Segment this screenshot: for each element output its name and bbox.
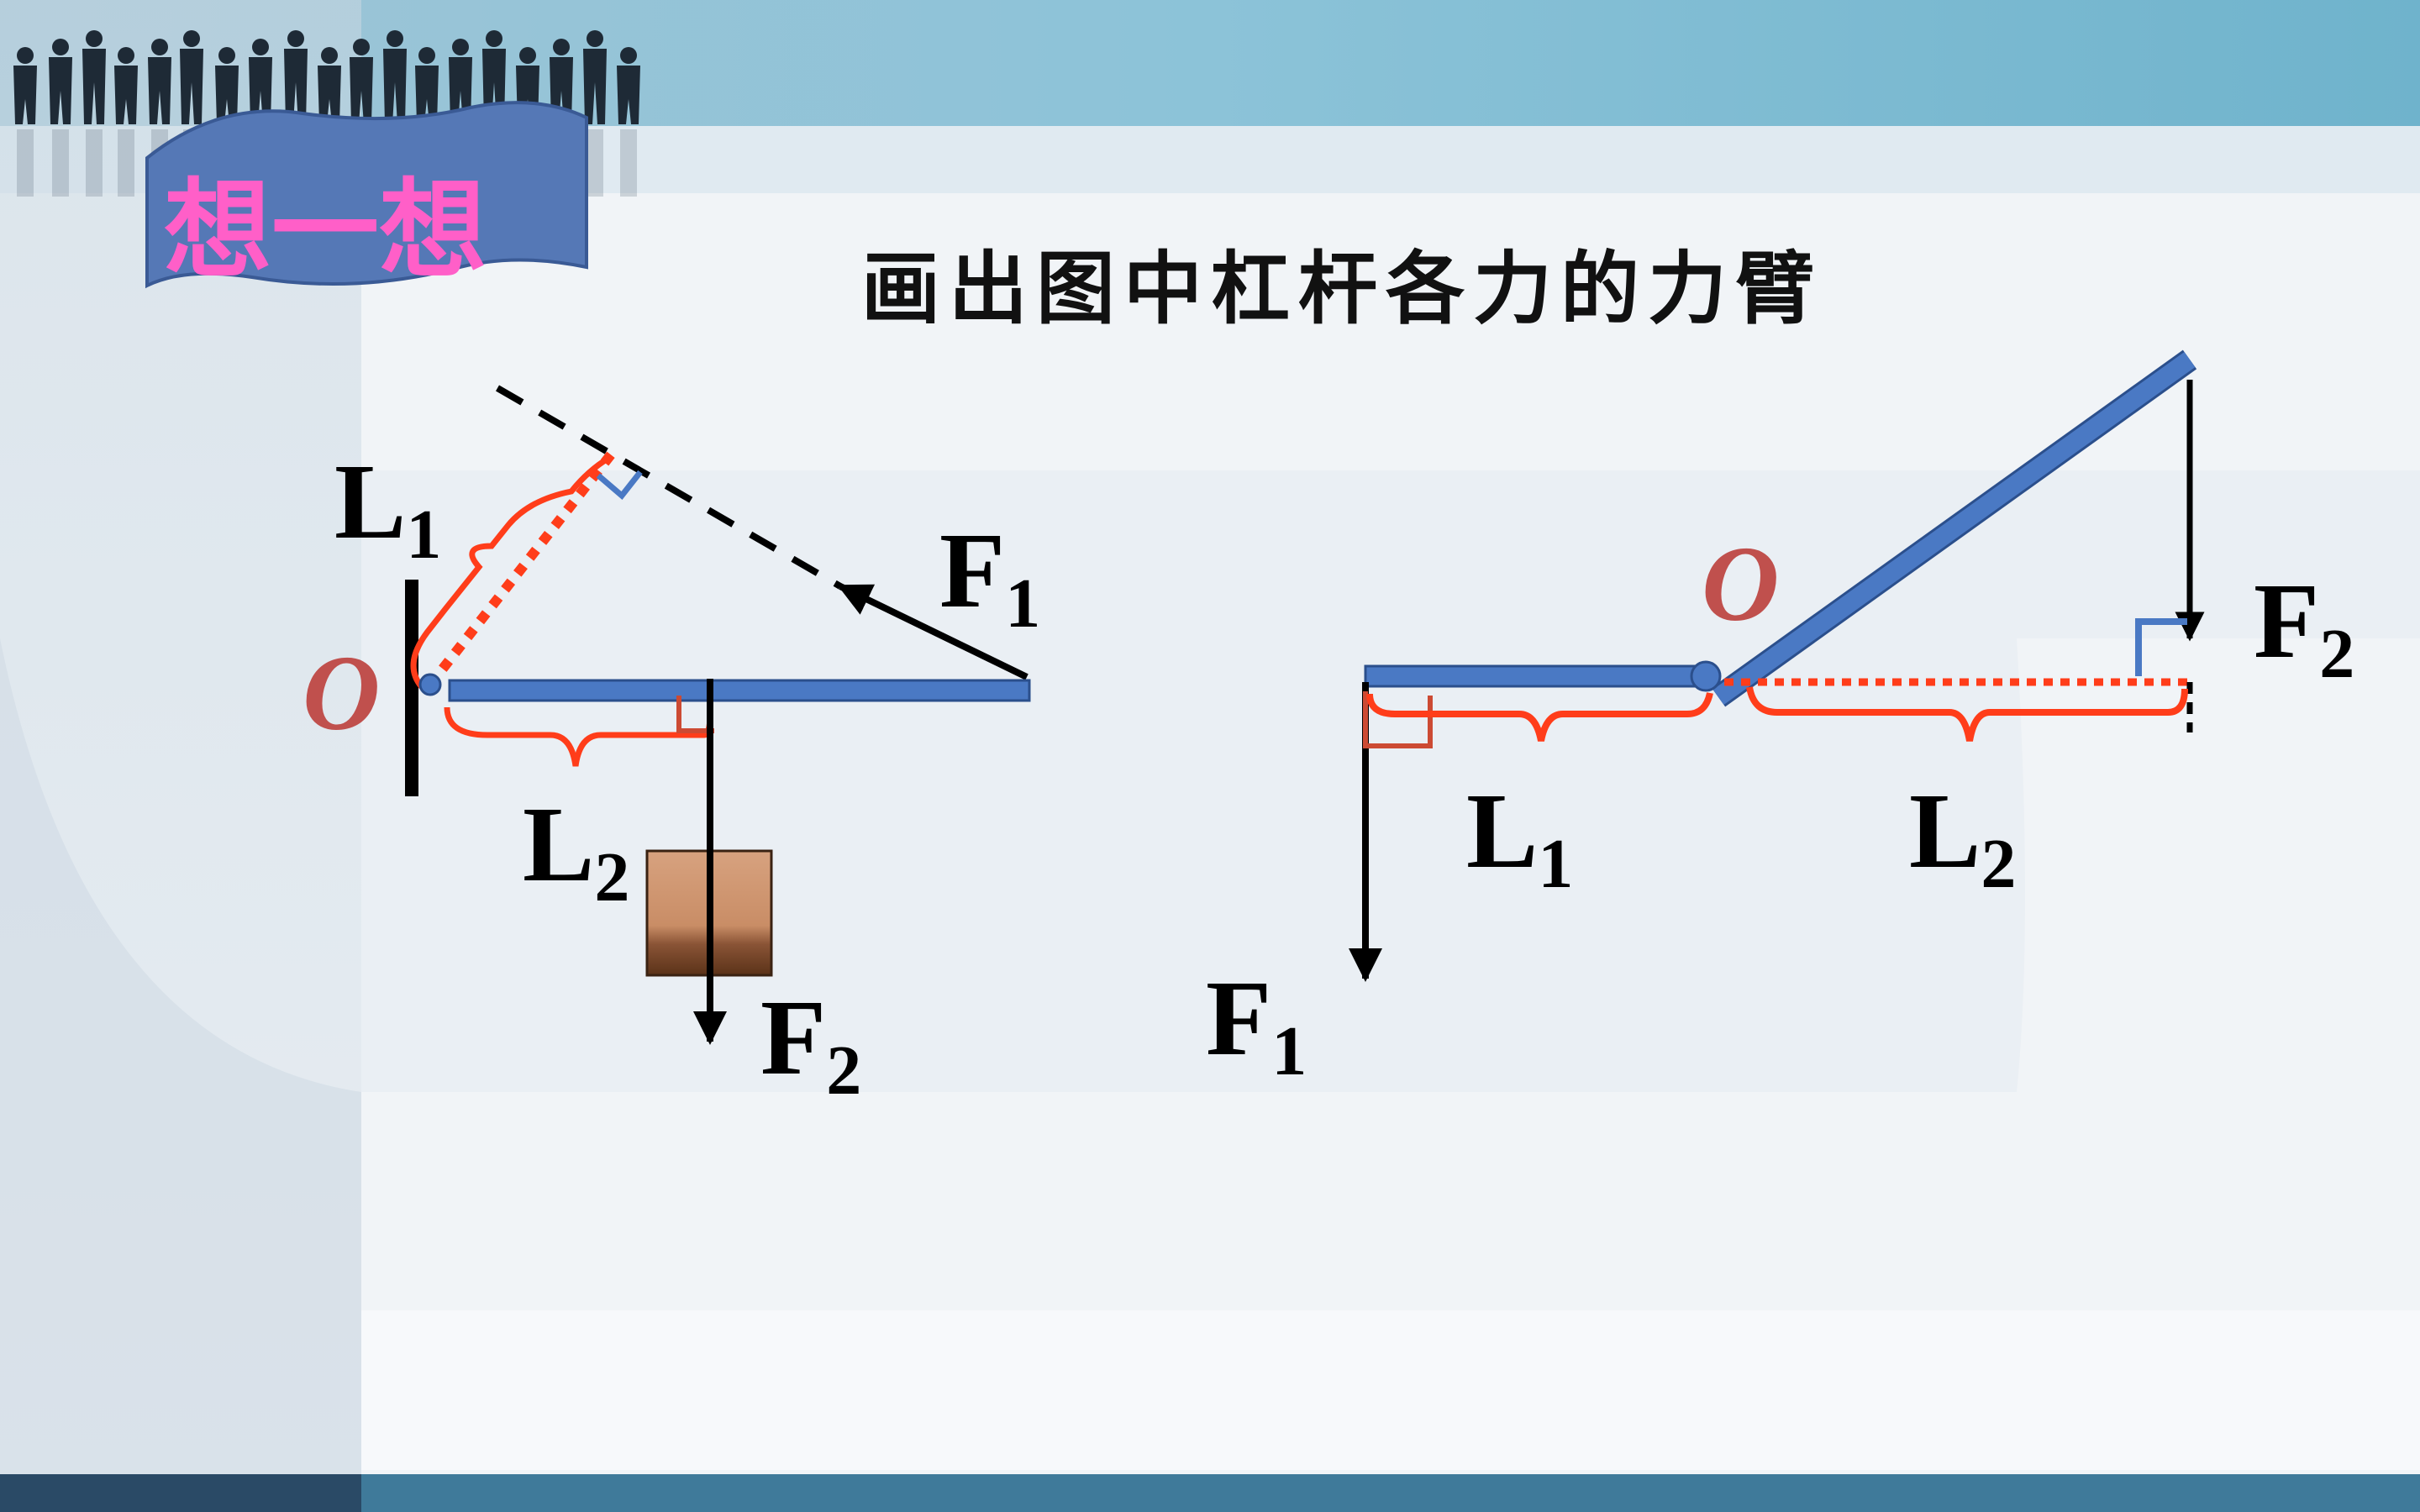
right-l1-label: L1 bbox=[1466, 771, 1573, 903]
left-pivot-label: O bbox=[302, 633, 380, 753]
left-f1-extension-line bbox=[495, 385, 843, 590]
left-lever-bar bbox=[448, 679, 1031, 702]
silhouette-reflection bbox=[587, 129, 603, 197]
silhouette-head bbox=[452, 39, 469, 55]
background-swirl bbox=[0, 638, 361, 1512]
silhouette-body bbox=[49, 57, 72, 124]
silhouette-head bbox=[118, 47, 134, 64]
right-f2-label: F2 bbox=[2254, 561, 2354, 693]
silhouette-head bbox=[218, 47, 235, 64]
left-l1-brace bbox=[410, 454, 611, 690]
silhouette-body bbox=[148, 57, 171, 124]
left-l1-arm-line bbox=[426, 450, 616, 688]
silhouette-body bbox=[114, 66, 138, 124]
silhouette-head bbox=[151, 39, 168, 55]
right-pivot bbox=[1690, 660, 1722, 692]
slide-title: 画出图中杠杆各力的力臂 bbox=[861, 244, 1823, 335]
right-f1-label: F1 bbox=[1206, 958, 1307, 1090]
silhouette-body bbox=[249, 57, 272, 124]
bottom-panel bbox=[361, 1310, 2420, 1470]
silhouette-body bbox=[383, 49, 407, 124]
silhouette-reflection bbox=[620, 129, 637, 197]
silhouette-head bbox=[321, 47, 338, 64]
silhouette-head bbox=[486, 30, 502, 47]
silhouette-body bbox=[13, 66, 37, 124]
silhouette-reflection bbox=[86, 129, 103, 197]
silhouette-body bbox=[284, 49, 308, 124]
right-lever-arm bbox=[1712, 352, 2196, 705]
right-pivot-label: O bbox=[1702, 524, 1779, 643]
bottom-band bbox=[0, 1474, 2420, 1512]
silhouette-reflection bbox=[17, 129, 34, 197]
background-panel bbox=[361, 470, 2420, 1092]
bottom-band-left bbox=[0, 1474, 361, 1512]
silhouette-body bbox=[180, 49, 203, 124]
silhouette-head bbox=[387, 30, 403, 47]
left-l2-label: L2 bbox=[523, 785, 629, 916]
silhouette-reflection bbox=[118, 129, 134, 197]
right-l2-brace bbox=[1746, 686, 2188, 742]
silhouette-head bbox=[52, 39, 69, 55]
left-l2-right-angle bbox=[676, 696, 714, 733]
left-lever-diagram: O L1 F1 L2 F2 bbox=[302, 385, 1040, 1110]
silhouette-head bbox=[519, 47, 536, 64]
left-l1-label: L1 bbox=[334, 442, 441, 574]
badge-ribbon bbox=[145, 101, 588, 289]
right-lever-diagram: O L1 L2 F2 F1 bbox=[1206, 349, 2354, 1090]
right-l2-label: L2 bbox=[1909, 771, 2016, 903]
silhouette-body bbox=[318, 66, 341, 124]
silhouette-head bbox=[252, 39, 269, 55]
silhouette-head bbox=[86, 30, 103, 47]
silhouette-head bbox=[553, 39, 570, 55]
silhouette-head bbox=[183, 30, 200, 47]
right-l2-right-angle bbox=[2135, 618, 2187, 676]
silhouette-head bbox=[17, 47, 34, 64]
left-f2-label: F2 bbox=[760, 978, 861, 1110]
silhouette-body bbox=[350, 57, 373, 124]
silhouette-body bbox=[583, 49, 607, 124]
badge-text: 想一想 bbox=[164, 168, 487, 293]
left-l1-right-angle bbox=[596, 470, 643, 501]
left-l2-brace bbox=[444, 706, 713, 767]
silhouette-body bbox=[617, 66, 640, 124]
right-l1-brace bbox=[1366, 692, 1713, 742]
silhouette-reflection bbox=[52, 129, 69, 197]
left-f1-arrow bbox=[837, 583, 1028, 680]
right-lever-left-bar bbox=[1364, 664, 1707, 688]
left-pivot bbox=[418, 673, 442, 696]
silhouette-head bbox=[353, 39, 370, 55]
silhouette-head bbox=[587, 30, 603, 47]
silhouette-head bbox=[418, 47, 435, 64]
silhouette-head bbox=[620, 47, 637, 64]
silhouette-body bbox=[82, 49, 106, 124]
left-f1-label: F1 bbox=[939, 511, 1040, 643]
silhouette-head bbox=[287, 30, 304, 47]
silhouette-body bbox=[415, 66, 439, 124]
right-l1-right-angle bbox=[1363, 691, 1433, 748]
silhouette-body bbox=[215, 66, 239, 124]
